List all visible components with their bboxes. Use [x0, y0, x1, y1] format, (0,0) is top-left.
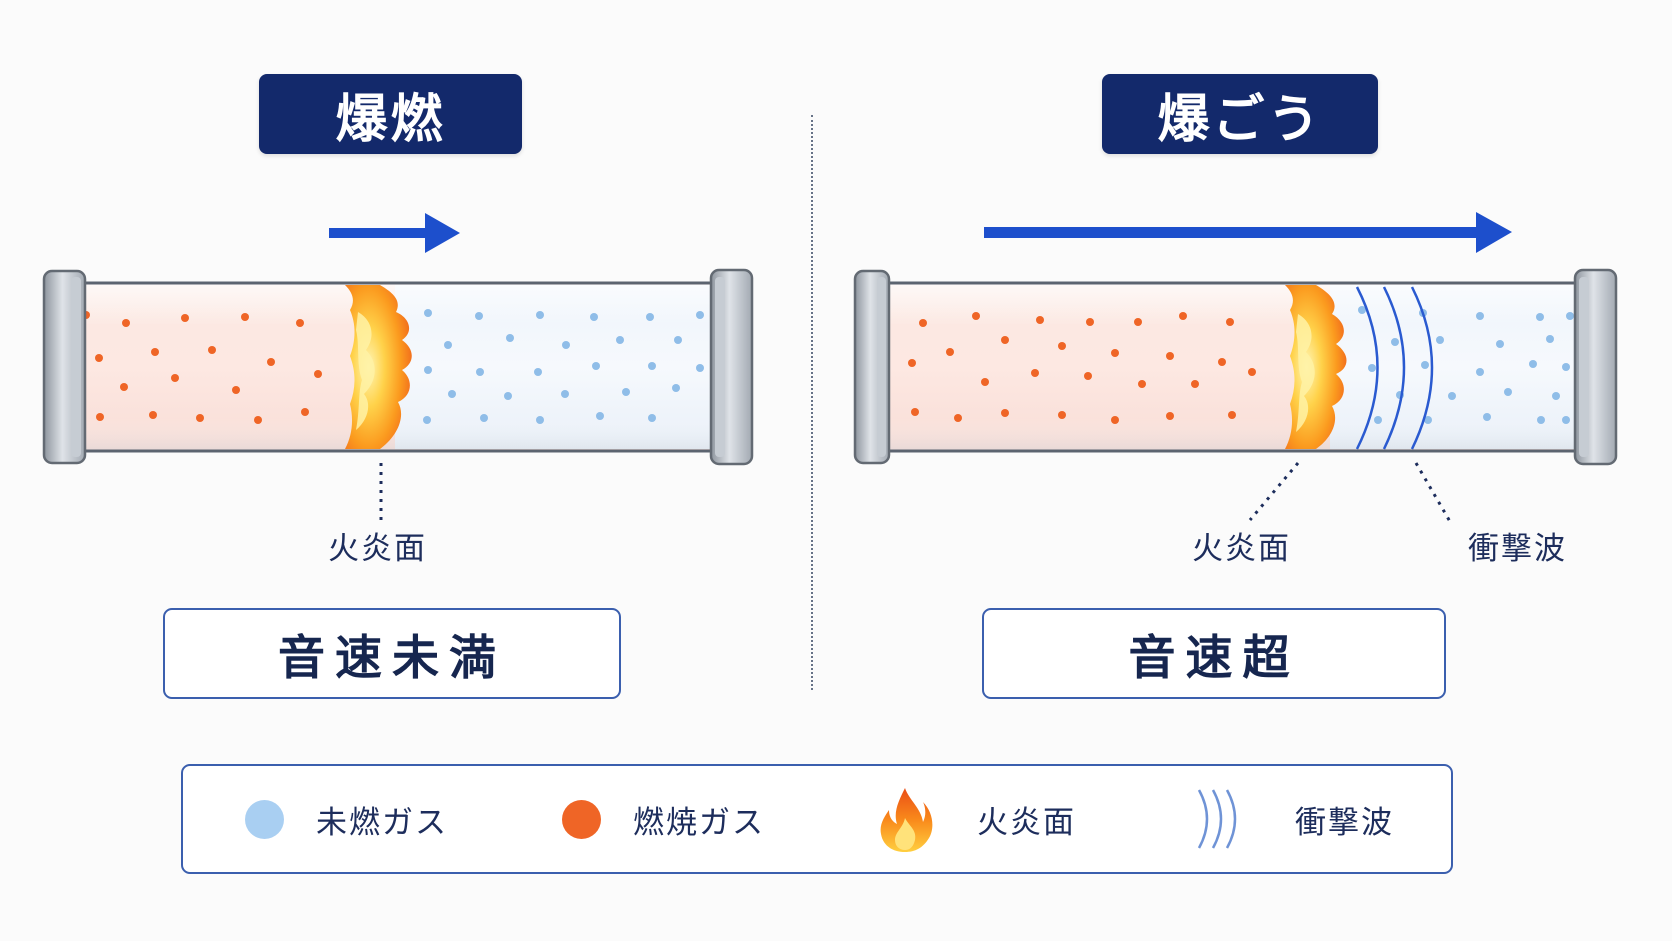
legend-item-flame: 火炎面 — [875, 766, 1076, 872]
detonation-burned-particles — [908, 312, 1256, 424]
detonation-arrow-icon — [984, 212, 1512, 253]
legend-label-flame: 火炎面 — [977, 804, 1076, 841]
shock-wave-icon — [1197, 789, 1237, 849]
detonation-speed-box: 音速超 — [982, 608, 1446, 699]
legend-label-unburned: 未燃ガス — [316, 804, 448, 841]
deflagration-flame-front — [345, 285, 412, 449]
detonation-flame-front — [1285, 285, 1347, 449]
deflagration-end-caps — [42, 268, 754, 466]
deflagration-unburned-particles — [423, 309, 704, 424]
legend: 未燃ガス 燃焼ガス 火炎面 衝撃波 — [181, 764, 1453, 874]
detonation-shock-wave-icon — [1355, 286, 1434, 450]
deflagration-arrow-icon — [329, 213, 460, 253]
detonation-tube — [864, 281, 1590, 453]
legend-item-shock: 衝撃波 — [1193, 766, 1394, 872]
legend-item-unburned: 未燃ガス — [245, 766, 448, 872]
detonation-end-caps — [853, 268, 1618, 466]
detonation-shock-wave-label: 衝撃波 — [1468, 531, 1567, 567]
detonation-flame-front-label: 火炎面 — [1192, 531, 1291, 567]
legend-item-burned: 燃焼ガス — [562, 766, 765, 872]
deflagration-flame-front-label: 火炎面 — [328, 531, 427, 567]
deflagration-burned-particles — [82, 311, 322, 424]
burned-gas-dot-icon — [562, 799, 601, 839]
detonation-shock-pointer — [1414, 462, 1454, 526]
legend-label-shock: 衝撃波 — [1295, 804, 1394, 841]
flame-icon — [880, 788, 933, 852]
deflagration-speed-box: 音速未満 — [163, 608, 621, 699]
unburned-gas-dot-icon — [245, 799, 284, 839]
detonation-flame-pointer — [1248, 462, 1300, 521]
panel-divider — [811, 115, 813, 690]
detonation-title: 爆ごう — [1102, 74, 1378, 154]
legend-label-burned: 燃焼ガス — [633, 804, 765, 841]
deflagration-title: 爆燃 — [259, 74, 522, 154]
